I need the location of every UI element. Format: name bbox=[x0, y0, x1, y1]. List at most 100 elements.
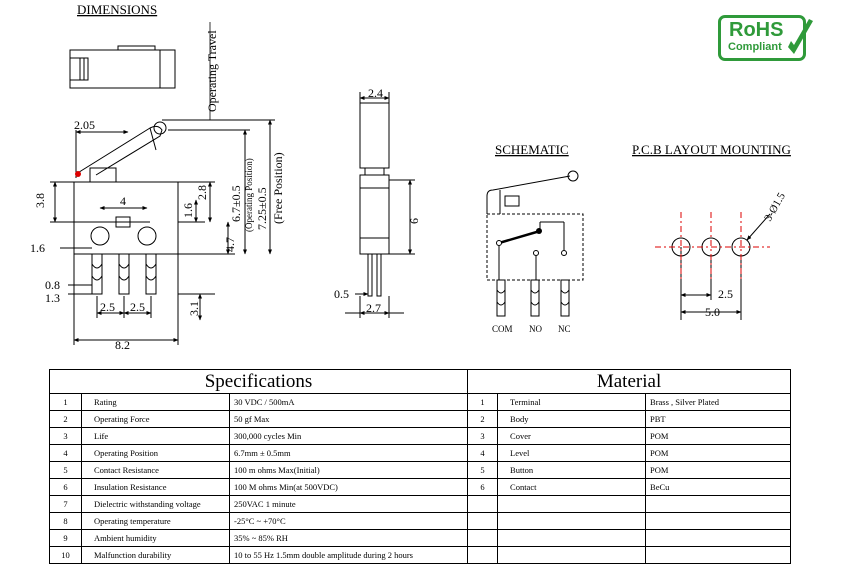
spec-value: 30 VDC / 500mA bbox=[228, 393, 469, 411]
material-item: Body bbox=[497, 410, 647, 428]
dim-8-2: 8.2 bbox=[115, 338, 130, 352]
pcb-layout-diagram bbox=[671, 213, 771, 320]
table-header-row: Specifications Material bbox=[48, 369, 792, 394]
material-no: 6 bbox=[467, 478, 499, 496]
material-no: 2 bbox=[467, 410, 499, 428]
material-no: 1 bbox=[467, 393, 499, 411]
spec-value: 10 to 55 Hz 1.5mm double amplitude durin… bbox=[228, 546, 469, 564]
spec-value: 100 m ohms Max(Initial) bbox=[228, 461, 469, 479]
dim-0-8: 0.8 bbox=[45, 278, 60, 292]
material-no: 5 bbox=[467, 461, 499, 479]
material-item: Cover bbox=[497, 427, 647, 445]
material-item: Button bbox=[497, 461, 647, 479]
dim-1-6-mid: 1.6 bbox=[181, 203, 195, 218]
pcb-dim-2-5: 2.5 bbox=[718, 287, 733, 301]
material-no: 3 bbox=[467, 427, 499, 445]
front-view bbox=[50, 119, 275, 345]
operating-travel-label: Operating Travel bbox=[205, 30, 219, 112]
specifications-heading: Specifications bbox=[48, 369, 469, 394]
material-no bbox=[467, 512, 499, 530]
material-no: 4 bbox=[467, 444, 499, 462]
dim-4-7: 4.7 bbox=[223, 237, 237, 252]
dim-1-3: 1.3 bbox=[45, 291, 60, 305]
checkmark-icon bbox=[788, 19, 813, 54]
dim-2-5-a: 2.5 bbox=[100, 300, 115, 314]
dim-0-5: 0.5 bbox=[334, 287, 349, 301]
spec-no: 6 bbox=[49, 478, 82, 496]
pcb-dim-5-0: 5.0 bbox=[705, 305, 720, 319]
spec-no: 1 bbox=[49, 393, 82, 411]
dim-6: 6 bbox=[407, 218, 421, 224]
rohs-title: RoHS bbox=[729, 19, 784, 41]
dim-1-6-left: 1.6 bbox=[30, 241, 45, 255]
spec-value: 300,000 cycles Min bbox=[228, 427, 469, 445]
spec-item: Contact Resistance bbox=[81, 461, 230, 479]
material-value: BeCu bbox=[645, 478, 792, 496]
spec-value: -25°C ~ +70°C bbox=[228, 512, 469, 530]
material-no bbox=[467, 495, 499, 513]
spec-item: Rating bbox=[81, 393, 230, 411]
dim-2-7: 2.7 bbox=[366, 301, 381, 315]
spec-value: 250VAC 1 minute bbox=[228, 495, 469, 513]
dim-3-1: 3.1 bbox=[187, 301, 201, 316]
rohs-subtitle: Compliant bbox=[728, 41, 782, 53]
material-item bbox=[497, 546, 647, 564]
spec-item: Ambient humidity bbox=[81, 529, 230, 547]
material-value: POM bbox=[645, 427, 792, 445]
pin-nc: NC bbox=[558, 324, 571, 334]
dimensions-title: DIMENSIONS bbox=[77, 2, 157, 17]
pcb-center-lines bbox=[655, 212, 770, 282]
material-value bbox=[645, 512, 792, 530]
material-value: Brass , Silver Plated bbox=[645, 393, 792, 411]
lever-pivot-marker bbox=[75, 171, 81, 177]
top-view bbox=[69, 45, 176, 89]
spec-no: 10 bbox=[49, 546, 82, 564]
dim-2-4: 2.4 bbox=[368, 86, 383, 100]
spec-item: Operating Force bbox=[81, 410, 230, 428]
spec-value: 35% ~ 85% RH bbox=[228, 529, 469, 547]
dim-4: 4 bbox=[120, 194, 126, 208]
spec-item: Operating temperature bbox=[81, 512, 230, 530]
spec-value: 100 M ohms Min(at 500VDC) bbox=[228, 478, 469, 496]
free-position-label: (Free Position) bbox=[271, 152, 285, 224]
spec-no: 9 bbox=[49, 529, 82, 547]
side-view bbox=[345, 92, 415, 318]
dim-2-8: 2.8 bbox=[195, 185, 209, 200]
dim-hole: 3-Ø1.5 bbox=[762, 190, 788, 223]
spec-no: 3 bbox=[49, 427, 82, 445]
dim-6-7: 6.7±0.5 bbox=[229, 185, 243, 222]
technical-drawing: DIMENSIONS Operating Travel bbox=[30, 2, 791, 352]
material-no bbox=[467, 546, 499, 564]
dim-2-05: 2.05 bbox=[74, 118, 95, 132]
spec-value: 50 gf Max bbox=[228, 410, 469, 428]
material-item bbox=[497, 495, 647, 513]
material-no bbox=[467, 529, 499, 547]
spec-no: 4 bbox=[49, 444, 82, 462]
rohs-badge-frame: RoHS Compliant bbox=[718, 15, 806, 61]
dim-2-5-b: 2.5 bbox=[130, 300, 145, 314]
material-value: POM bbox=[645, 461, 792, 479]
spec-no: 8 bbox=[49, 512, 82, 530]
spec-item: Life bbox=[81, 427, 230, 445]
spec-item: Insulation Resistance bbox=[81, 478, 230, 496]
material-value bbox=[645, 495, 792, 513]
operating-position-label: (Operating Position) bbox=[244, 158, 254, 232]
material-value: PBT bbox=[645, 410, 792, 428]
rohs-logo: RoHS Compliant bbox=[714, 13, 815, 61]
schematic-contact-marker bbox=[536, 228, 542, 234]
material-item: Contact bbox=[497, 478, 647, 496]
material-value bbox=[645, 529, 792, 547]
dim-3-8: 3.8 bbox=[33, 193, 47, 208]
spec-no: 5 bbox=[49, 461, 82, 479]
material-value: POM bbox=[645, 444, 792, 462]
material-item: Level bbox=[497, 444, 647, 462]
pin-no: NO bbox=[529, 324, 542, 334]
